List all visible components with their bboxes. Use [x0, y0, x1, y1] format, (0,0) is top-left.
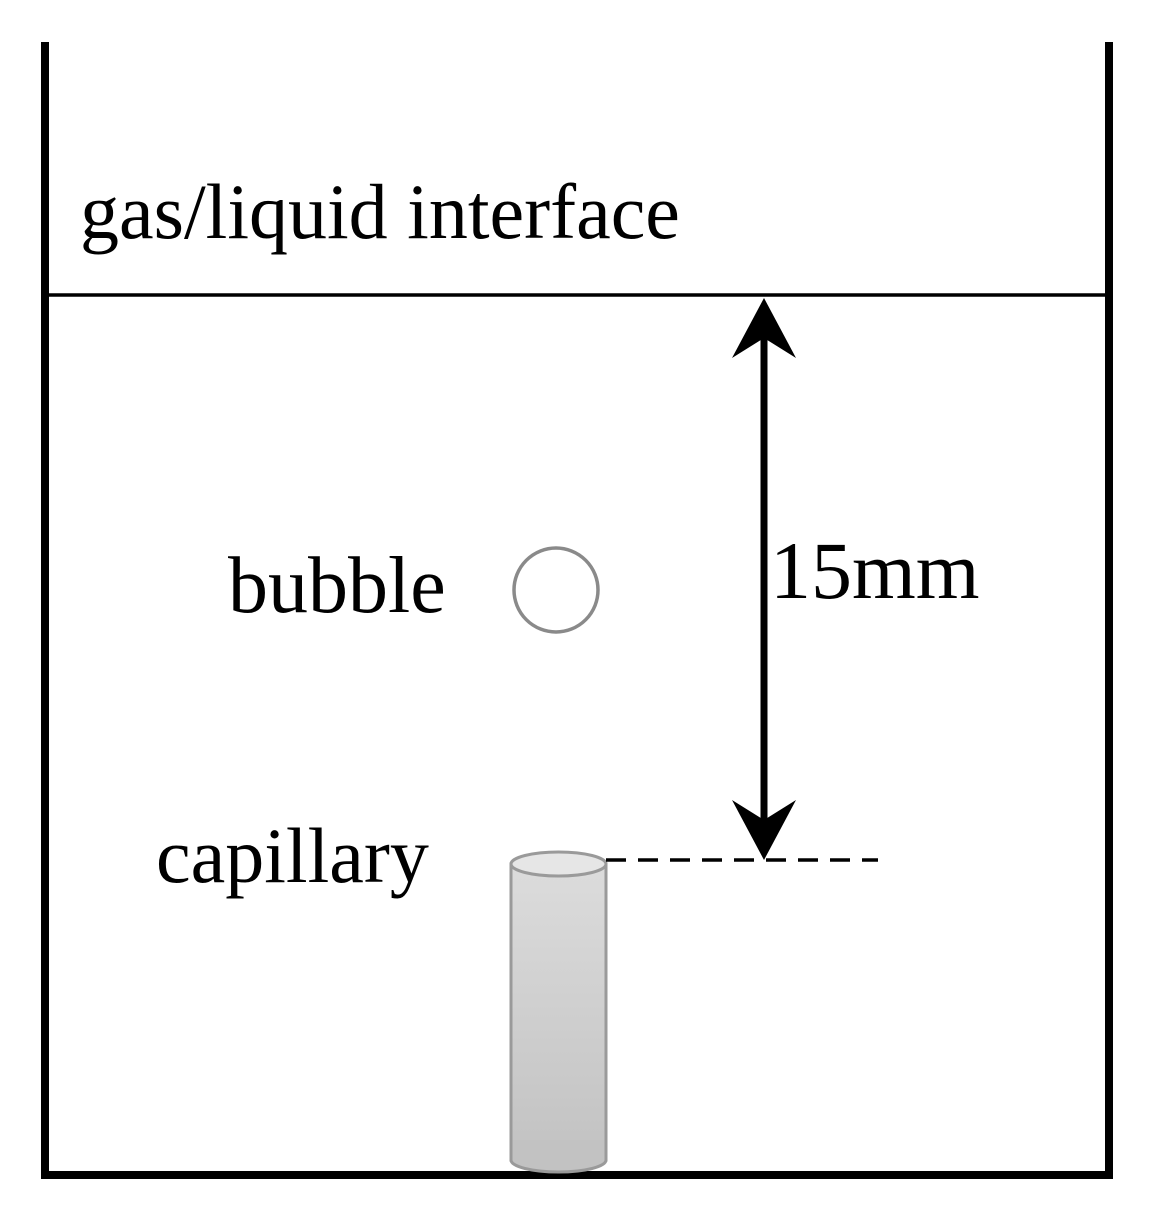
bubble-label: bubble [228, 542, 446, 630]
bubble-circle [512, 546, 600, 634]
capillary-tube [509, 850, 608, 1174]
arrow-head-up [732, 298, 796, 358]
interface-label: gas/liquid interface [80, 168, 680, 255]
distance-arrow [732, 298, 796, 860]
distance-label: 15mm [770, 525, 980, 616]
arrow-head-down [732, 800, 796, 860]
capillary-label: capillary [156, 812, 429, 899]
